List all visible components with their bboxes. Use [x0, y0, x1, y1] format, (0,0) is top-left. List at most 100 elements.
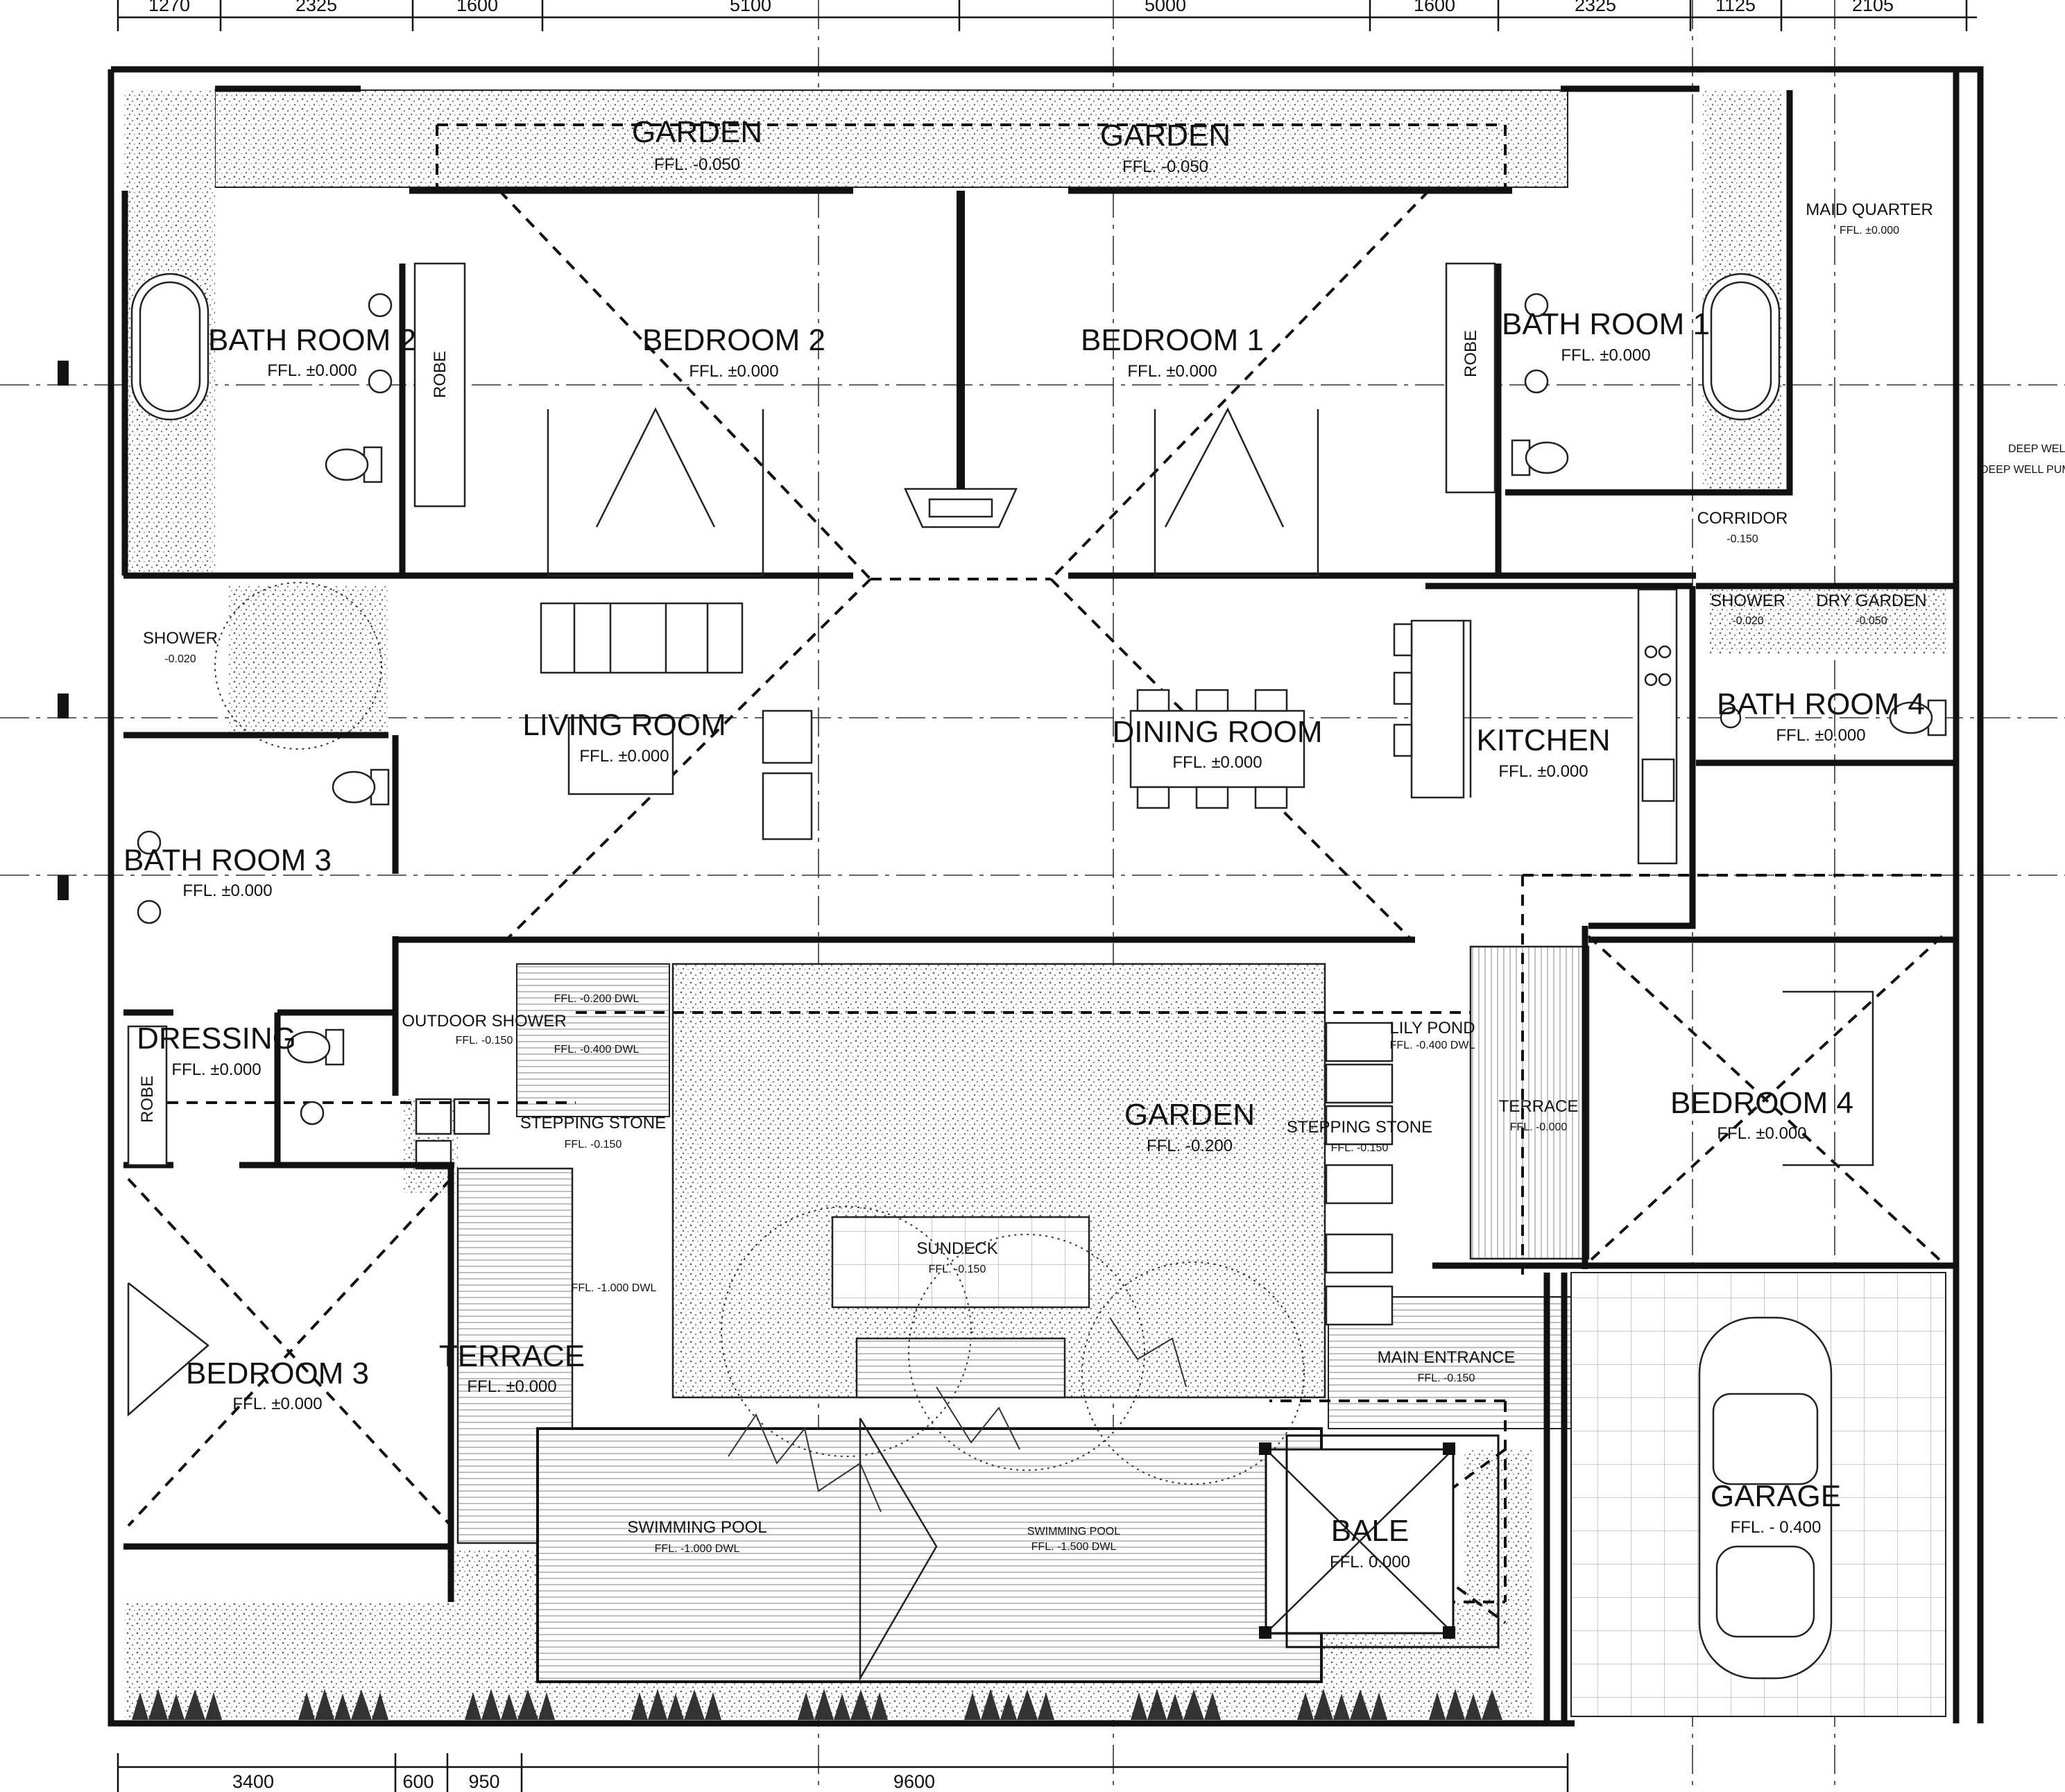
wardrobes	[127, 262, 1496, 1166]
pool2-ffl: FFL. -1.500 DWL	[1031, 1541, 1117, 1553]
terrace-left-ffl: FFL. ±0.000	[467, 1377, 556, 1396]
garden-center-ffl: FFL. -0.200	[1147, 1137, 1233, 1155]
pond-ffl-2: FFL. -0.400 DWL	[554, 1044, 640, 1056]
terrace-right-name: TERRACE	[1499, 1097, 1579, 1116]
entry-feature	[904, 191, 1018, 528]
dim-top-4: 5100	[730, 0, 771, 15]
bathtub-right	[1702, 273, 1781, 421]
kitchen-name: KITCHEN	[1476, 723, 1610, 757]
bedroom4-name: BEDROOM 4	[1670, 1086, 1853, 1120]
bedroom3-name: BEDROOM 3	[186, 1356, 369, 1390]
bathtub-left	[130, 273, 209, 421]
bath2-ffl: FFL. ±0.000	[267, 361, 357, 380]
dim-top-3: 1600	[456, 0, 498, 15]
bath2-name: BATH ROOM 2	[208, 323, 416, 357]
bale-pavilion	[1259, 1434, 1500, 1648]
stepping-right-ffl: FFL. -0.150	[1331, 1142, 1389, 1154]
deep-well-label: DEEP WELL	[2008, 443, 2065, 455]
pool-ffl: FFL. -1.000 DWL	[655, 1543, 740, 1555]
outdoor-shower-name: OUTDOOR SHOWER	[402, 1012, 566, 1031]
roof-hip-lines	[127, 123, 1944, 1624]
bale-ffl: FFL. 0.000	[1330, 1553, 1410, 1571]
robe-label-right: ROBE	[1462, 330, 1480, 377]
kitchen-ffl: FFL. ±0.000	[1498, 762, 1588, 781]
tree-canopies	[214, 582, 1305, 1513]
kitchen-counter	[1410, 588, 1678, 865]
maid-name: MAID QUARTER	[1806, 200, 1933, 219]
pond-ffl-3: FFL. -1.000 DWL	[572, 1282, 657, 1294]
terrace-right-ffl: FFL. -0.000	[1510, 1121, 1568, 1133]
bath4-name: BATH ROOM 4	[1717, 687, 1925, 721]
stepping-left-name: STEPPING STONE	[520, 1114, 666, 1132]
dining-ffl: FFL. ±0.000	[1172, 753, 1262, 772]
bedroom2-ffl: FFL. ±0.000	[689, 362, 778, 381]
garden-top-left-name: GARDEN	[632, 115, 762, 149]
dimension-top: 1270 2325 1600 5100 5000 1600 2325 1125 …	[117, 0, 1977, 31]
shower-right-name: SHOWER	[1711, 592, 1785, 610]
toilets	[286, 439, 1947, 1066]
corridor-name: CORRIDOR	[1697, 509, 1788, 528]
dining-name: DINING ROOM	[1112, 715, 1322, 749]
swimming-pool	[536, 1216, 1323, 1683]
left-markers	[58, 361, 69, 900]
dim-bottom-3: 950	[468, 1771, 499, 1792]
main-entrance-name: MAIN ENTRANCE	[1378, 1348, 1516, 1367]
robe-label-left: ROBE	[431, 351, 449, 398]
dry-garden-name: DRY GARDEN	[1816, 592, 1926, 610]
bedroom-beds	[127, 407, 1874, 1417]
dim-bottom-1: 3400	[232, 1771, 274, 1792]
dim-top-9: 2105	[1852, 0, 1894, 15]
pool-name: SWIMMING POOL	[627, 1518, 766, 1537]
dressing-ffl: FFL. ±0.000	[171, 1060, 261, 1079]
bedroom4-ffl: FFL. ±0.000	[1717, 1124, 1806, 1143]
pond-ffl-1: FFL. -0.200 DWL	[554, 993, 640, 1005]
sinks	[137, 293, 1742, 1126]
terrace-left-name: TERRACE	[439, 1339, 585, 1373]
dim-top-6: 1600	[1414, 0, 1455, 15]
sundeck-ffl: FFL. -0.150	[929, 1264, 986, 1275]
decks	[456, 945, 1590, 1544]
garden-top-right-name: GARDEN	[1100, 119, 1231, 153]
dim-bottom-4: 9600	[893, 1771, 935, 1792]
bedroom1-name: BEDROOM 1	[1081, 323, 1264, 357]
lily-pond-ffl: FFL. -0.400 DWL	[1390, 1040, 1475, 1051]
dim-top-5: 5000	[1145, 0, 1186, 15]
dimension-bottom: 3400 600 950 9600	[117, 1753, 1569, 1792]
bedroom3-ffl: FFL. ±0.000	[232, 1395, 322, 1413]
main-entrance-ffl: FFL. -0.150	[1418, 1372, 1475, 1384]
living-furniture	[540, 602, 813, 841]
corridor-ffl: -0.150	[1726, 533, 1758, 545]
bath3-ffl: FFL. ±0.000	[182, 881, 272, 900]
hedge-row	[132, 1689, 1502, 1720]
maid-ffl: FFL. ±0.000	[1840, 225, 1899, 236]
bath3-name: BATH ROOM 3	[123, 843, 332, 877]
sundeck-name: SUNDECK	[916, 1239, 997, 1258]
bedroom2-name: BEDROOM 2	[642, 323, 825, 357]
car	[1698, 1316, 1833, 1680]
pool2-name: SWIMMING POOL	[1027, 1526, 1120, 1537]
outdoor-shower-ffl: FFL. -0.150	[456, 1035, 513, 1046]
garden-center-name: GARDEN	[1124, 1098, 1255, 1132]
bale-name: BALE	[1331, 1514, 1409, 1548]
dim-top-2: 2325	[295, 0, 337, 15]
garage-name: GARAGE	[1711, 1479, 1841, 1513]
garage-ffl: FFL. - 0.400	[1731, 1518, 1822, 1537]
lily-pond-name: LILY POND	[1389, 1019, 1475, 1037]
living-ffl: FFL. ±0.000	[579, 747, 669, 766]
garden-top-right-ffl: FFL. -0.050	[1122, 157, 1208, 176]
deep-well-pump-label: DEEP WELL PUMP	[1980, 464, 2065, 476]
dim-bottom-2: 600	[402, 1771, 434, 1792]
dining-furniture	[1129, 623, 1413, 809]
robe-label-dressing: ROBE	[138, 1076, 157, 1123]
bath1-name: BATH ROOM 1	[1502, 307, 1710, 341]
shower-left-ffl: -0.020	[164, 653, 196, 665]
dim-top-8: 1125	[1715, 0, 1756, 15]
dressing-name: DRESSING	[137, 1022, 296, 1056]
dim-top-1: 1270	[148, 0, 190, 15]
bath4-ffl: FFL. ±0.000	[1776, 726, 1865, 745]
room-labels: GARDEN FFL. -0.050 GARDEN FFL. -0.050 BA…	[123, 115, 2065, 1571]
shower-right-ffl: -0.020	[1732, 615, 1763, 627]
shower-left-name: SHOWER	[143, 629, 218, 648]
dry-garden-ffl: -0.050	[1856, 615, 1887, 627]
